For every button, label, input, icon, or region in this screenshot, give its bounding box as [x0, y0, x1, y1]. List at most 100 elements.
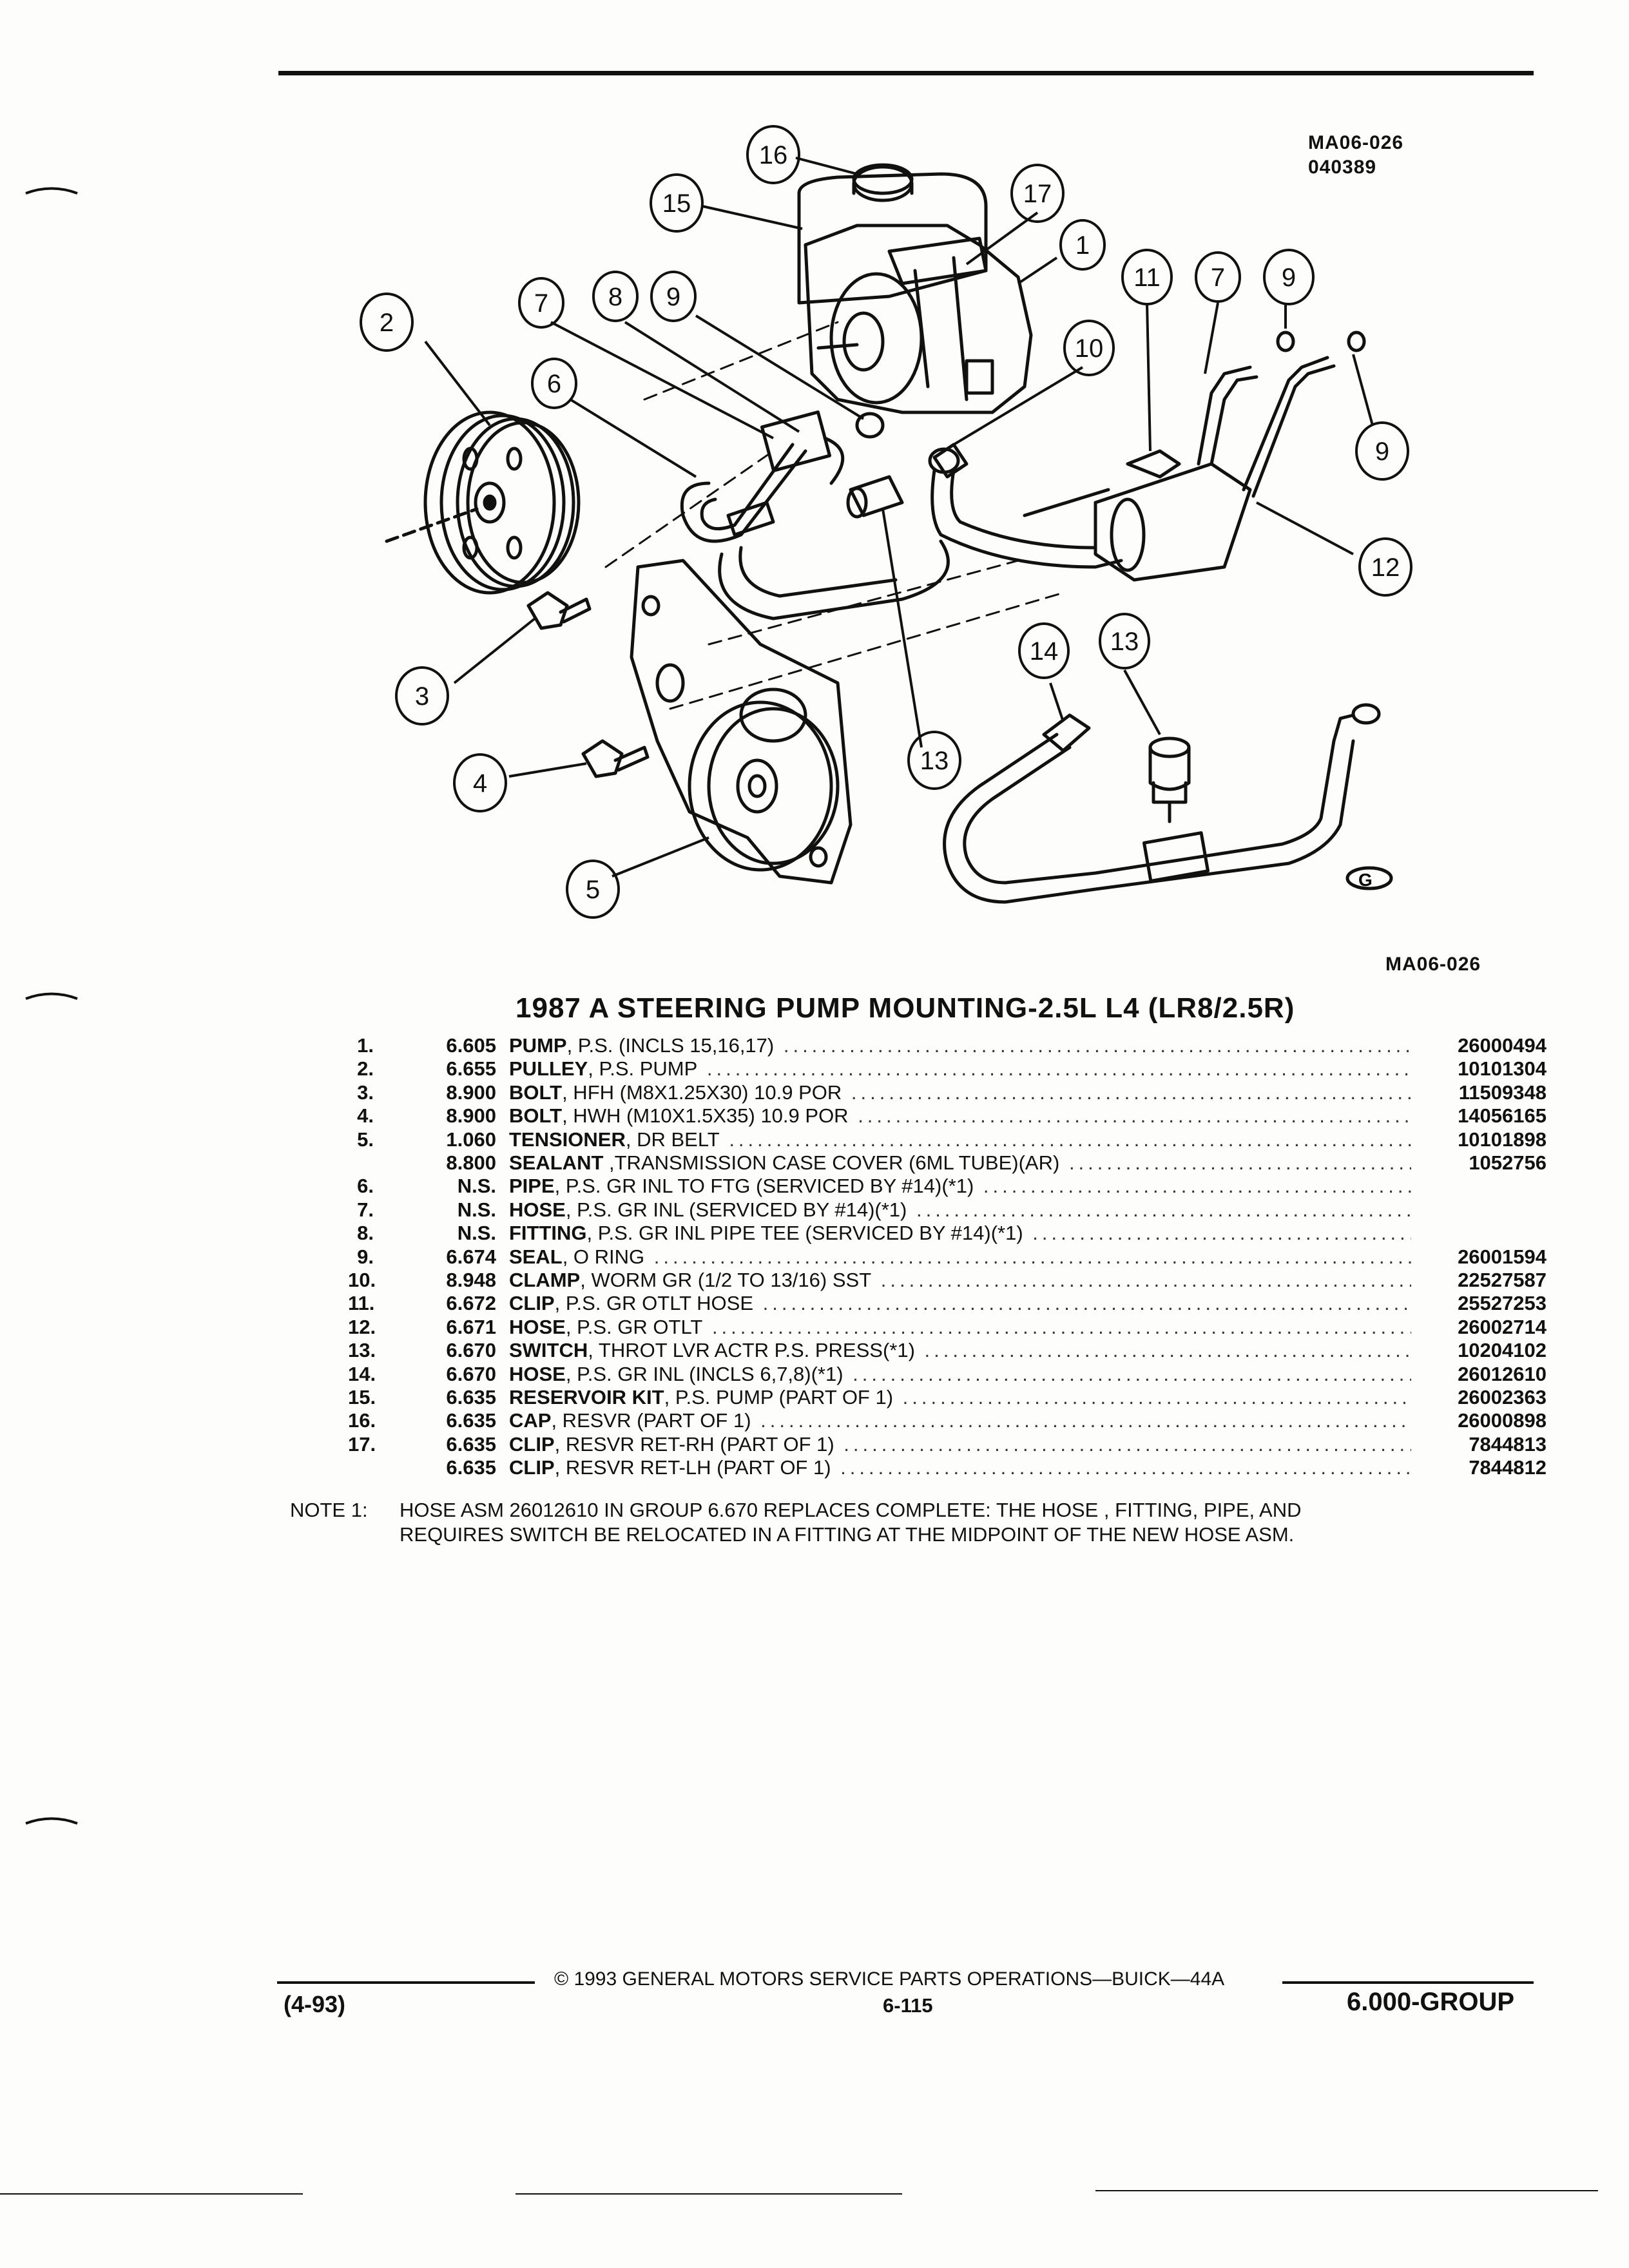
callout-number: 13 [920, 747, 949, 775]
item-number: 5. [357, 1128, 374, 1151]
bolt-3-drawing [526, 591, 592, 630]
item-number: 4. [357, 1104, 374, 1128]
parts-row: 6.635 CLIP, RESVR RET-LH (PART OF 1) ....… [0, 1456, 1629, 1479]
group-label: 6.000-GROUP [1347, 1988, 1515, 2016]
part-detail: , WORM GR (1/2 TO 13/16) SST [580, 1269, 872, 1291]
part-name: CLAMP [509, 1269, 581, 1291]
leader-dots: ........................................… [916, 1198, 1411, 1221]
copyright-text: © 1993 GENERAL MOTORS SERVICE PARTS OPER… [554, 1968, 1225, 1990]
part-name: BOLT [509, 1104, 563, 1128]
callout-number: 6 [547, 370, 561, 398]
part-detail: , RESVR RET-RH (PART OF 1) [554, 1432, 834, 1456]
callout-number: 9 [1375, 437, 1389, 466]
callout-number: 2 [380, 309, 394, 337]
part-name: SEAL [509, 1245, 563, 1268]
seal-drawing-3 [1347, 331, 1366, 352]
part-name: CLIP [509, 1432, 555, 1456]
leader-dots: ........................................… [762, 1292, 1411, 1315]
callout-number: 11 [1133, 264, 1161, 292]
leader-lines [424, 157, 1374, 878]
callout-6: 7 [518, 277, 564, 329]
item-number: 10. [348, 1269, 376, 1291]
callout-4: 1 [1059, 219, 1106, 271]
callout-8: 9 [650, 271, 697, 322]
item-number: 8. [357, 1222, 374, 1245]
hose-assembly-drawing [943, 703, 1381, 904]
part-detail: , O RING [562, 1245, 645, 1268]
callout-number: 10 [1075, 334, 1104, 363]
leader-dots: ........................................… [880, 1269, 1411, 1291]
top-rule [278, 71, 1534, 75]
part-number: 26002714 [1458, 1315, 1547, 1338]
figure-caption-id: MA06-026 [1385, 954, 1481, 975]
callout-number: 8 [608, 283, 622, 311]
part-name: SWITCH [509, 1339, 588, 1362]
callout-19: 13 [1099, 613, 1150, 669]
group-number: 6.635 [446, 1409, 496, 1432]
item-number: 11. [348, 1292, 375, 1315]
note-line-2: REQUIRES SWITCH BE RELOCATED IN A FITTIN… [400, 1523, 1295, 1546]
item-number: 3. [357, 1081, 374, 1104]
callout-number: 9 [666, 283, 680, 311]
part-detail: , P.S. GR OTLT [565, 1315, 703, 1338]
part-detail: , DR BELT [625, 1128, 720, 1151]
part-name: HOSE [509, 1315, 566, 1338]
leader-dots: ........................................… [1032, 1222, 1411, 1245]
tensioner-drawing [688, 700, 840, 872]
part-detail: , P.S. PUMP (PART OF 1) [664, 1386, 894, 1408]
logo-letter: G [1358, 870, 1373, 890]
group-number: 8.900 [446, 1104, 496, 1128]
revision-date: (4-93) [284, 1991, 346, 2017]
pump-drawing [804, 224, 1033, 414]
part-description: CLAMP, WORM GR (1/2 TO 13/16) SST ......… [509, 1269, 1411, 1292]
callout-number: 5 [586, 876, 600, 904]
item-number: 13. [348, 1339, 376, 1362]
callout-number: 3 [415, 682, 429, 711]
part-name: RESERVOIR KIT [509, 1386, 664, 1408]
callout-7: 8 [592, 271, 639, 322]
pulley-drawing [385, 410, 581, 595]
group-number: 6.635 [446, 1456, 496, 1479]
part-number: 26002363 [1458, 1386, 1547, 1408]
part-name: HOSE [509, 1198, 566, 1221]
leader-dots: ........................................… [924, 1339, 1412, 1362]
part-description: CLIP, RESVR RET-LH (PART OF 1) .........… [509, 1456, 1411, 1479]
part-name: CLIP [509, 1456, 555, 1479]
pressure-switch-drawing [1148, 736, 1191, 823]
switch-drawing [846, 475, 904, 519]
part-detail: , P.S. GR INL TO FTG (SERVICED BY #14)(*… [554, 1175, 974, 1198]
callout-number: 4 [473, 769, 487, 798]
item-number: 1. [357, 1034, 374, 1057]
part-name: HOSE [509, 1362, 566, 1385]
part-number: 22527587 [1458, 1269, 1547, 1291]
leader-dots: ........................................… [851, 1081, 1411, 1104]
parts-row: 7.N.S.HOSE, P.S. GR INL (SERVICED BY #14… [0, 1198, 1629, 1222]
group-number: N.S. [457, 1222, 496, 1245]
group-number: 6.671 [446, 1315, 496, 1338]
leader-dots: ........................................… [711, 1315, 1411, 1338]
part-description: RESERVOIR KIT, P.S. PUMP (PART OF 1) ...… [509, 1386, 1411, 1409]
callout-15: 12 [1358, 537, 1412, 597]
leader-dots: ........................................… [840, 1456, 1411, 1479]
part-name: TENSIONER [509, 1128, 626, 1151]
part-description: PUMP, P.S. (INCLS 15,16,17) ............… [509, 1034, 1411, 1057]
leader-dots: ........................................… [1068, 1151, 1411, 1174]
item-number: 17. [348, 1432, 376, 1456]
callout-17: 13 [907, 731, 961, 790]
leader-dots: ........................................… [760, 1409, 1411, 1432]
leader-dots: ........................................… [729, 1128, 1411, 1151]
part-name: PIPE [509, 1175, 555, 1198]
callout-number: 16 [759, 141, 788, 169]
bolt-4-drawing [581, 739, 650, 778]
part-name: CLIP [509, 1292, 555, 1315]
group-number: 6.635 [446, 1432, 496, 1456]
callout-16: 3 [395, 666, 449, 726]
